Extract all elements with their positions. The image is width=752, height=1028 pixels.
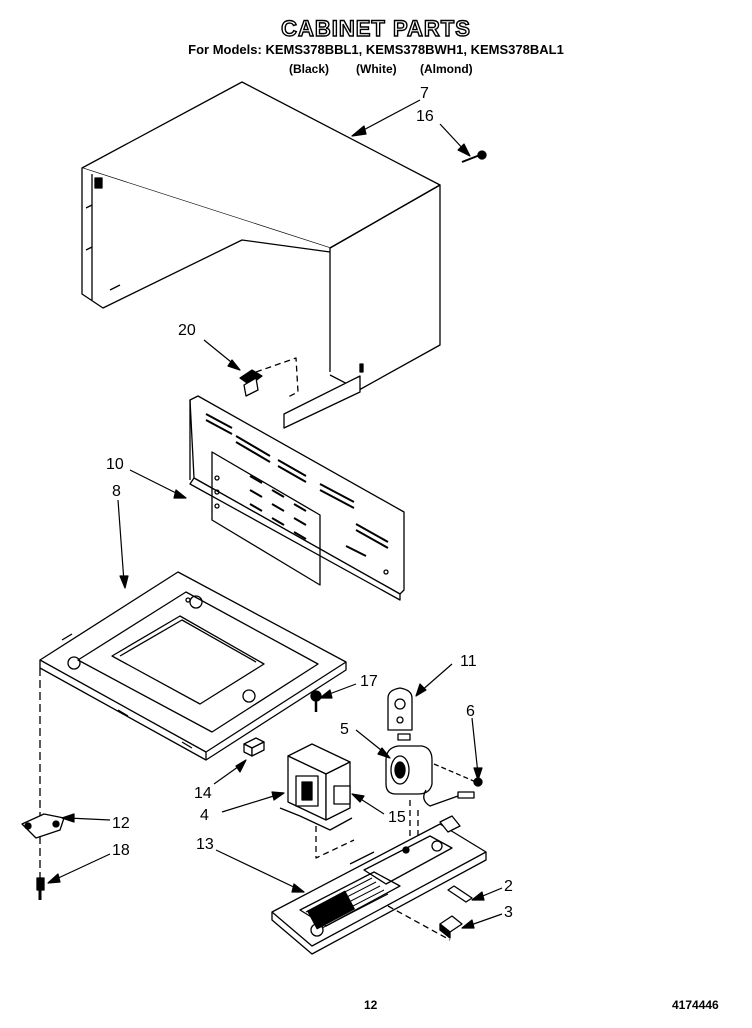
base-plate (39, 571, 347, 761)
foot-bracket-part-12 (21, 813, 65, 839)
lamp-socket-part-5 (385, 745, 433, 795)
callout-labels: 7 16 20 10 8 11 17 5 6 14 4 15 12 18 13 … (106, 85, 513, 921)
mounting-plate-part-13 (271, 815, 487, 955)
callout-16: 16 (416, 108, 434, 125)
callout-20: 20 (178, 322, 196, 339)
document-number: 4174446 (672, 998, 719, 1012)
callout-17: 17 (360, 673, 378, 690)
callout-10: 10 (106, 456, 124, 473)
callout-5: 5 (340, 721, 349, 738)
models-line: For Models: KEMS378BBL1, KEMS378BWH1, KE… (188, 42, 564, 57)
callout-18: 18 (112, 842, 130, 859)
callout-3: 3 (504, 904, 513, 921)
callout-7: 7 (420, 85, 429, 102)
color-variant-almond: (Almond) (420, 62, 473, 76)
fuse-part-17 (310, 690, 322, 712)
callout-6: 6 (466, 703, 475, 720)
callout-13: 13 (196, 836, 214, 853)
screw-part-16 (461, 150, 487, 163)
cabinet-wrapper (81, 81, 441, 391)
callout-12: 12 (112, 815, 130, 832)
color-variant-black: (Black) (289, 62, 330, 76)
callout-4: 4 (200, 807, 209, 824)
spacer-part-14 (243, 737, 265, 757)
callout-leaders (47, 99, 503, 929)
screw-part-18 (36, 877, 45, 900)
clip-part-20 (239, 369, 263, 397)
page-number: 12 (364, 998, 378, 1012)
page-title: CABINET PARTS (280, 15, 471, 41)
callout-15: 15 (388, 809, 406, 826)
callout-8: 8 (112, 483, 121, 500)
bracket-part-11 (387, 687, 413, 741)
color-variant-white: (White) (356, 62, 397, 76)
callout-14: 14 (194, 785, 212, 802)
pin-part-2 (447, 885, 473, 903)
switch-part-3 (439, 915, 463, 939)
callout-2: 2 (504, 878, 513, 895)
callout-11: 11 (460, 653, 477, 670)
rear-panel (189, 395, 405, 601)
transformer-part-4 (279, 743, 353, 831)
